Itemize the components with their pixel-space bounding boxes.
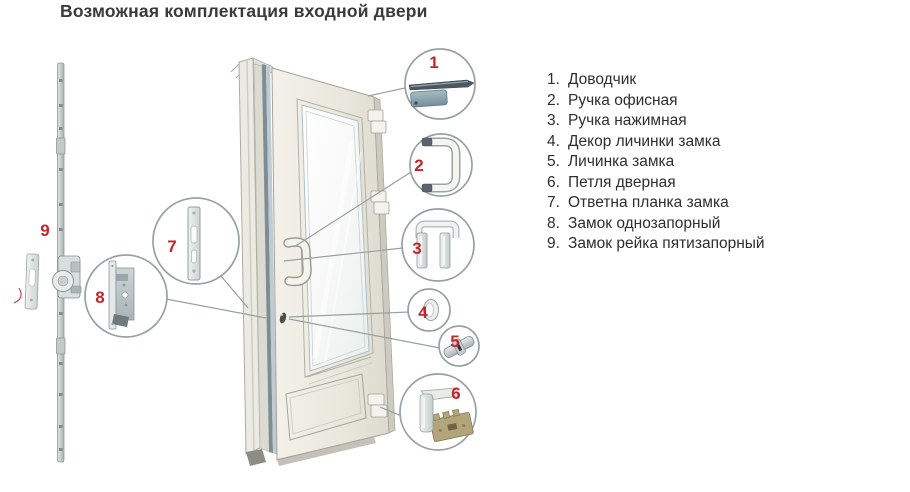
door-hinge-middle [370, 190, 390, 215]
callout-number-7: 7 [167, 237, 176, 256]
rail-lock-illustration [13, 62, 82, 463]
legend-item-number: 6. [547, 173, 560, 191]
legend-item-label: Петля дверная [568, 173, 676, 191]
strike-plate-icon [187, 206, 201, 281]
office-handle-icon [421, 137, 461, 193]
door-hinge-bottom [367, 393, 388, 418]
rail-strike-plate [24, 253, 40, 310]
door-closer-icon [408, 79, 475, 108]
legend-item-label: Личинка замка [568, 153, 675, 170]
callout-number-8: 8 [95, 288, 104, 307]
legend-item-label: Ответна планка замка [568, 194, 729, 211]
rail-lock-gearbox [52, 255, 82, 299]
callout-number-6: 6 [451, 384, 460, 403]
legend-item-number: 9. [547, 235, 560, 252]
door-hinge-top [367, 109, 387, 134]
callout-number-4: 4 [418, 303, 428, 322]
mortise-lock-icon [108, 260, 135, 330]
page-title: Возможная комплектация входной двери [60, 1, 428, 21]
leader-lines [165, 87, 441, 418]
door-pull-handle [283, 237, 312, 287]
callout-number-1: 1 [429, 53, 438, 72]
callout-number-3: 3 [412, 239, 421, 258]
legend-item-label: Доводчик [568, 71, 637, 88]
legend-item-2: 2. Ручка офисная [547, 91, 765, 112]
legend-item-number: 2. [547, 91, 560, 109]
cylinder-decor-icon [423, 299, 439, 321]
legend-item-label: Ручка офисная [568, 91, 678, 109]
legend-item-number: 5. [547, 153, 560, 170]
legend-item-number: 8. [547, 214, 560, 232]
legend-item-number: 7. [547, 194, 560, 211]
red-mark-arc [13, 287, 22, 304]
door-illustration [230, 57, 396, 466]
legend-item-label: Замок однозапорный [568, 214, 721, 232]
door-keyhole [279, 312, 287, 324]
callout-number-5: 5 [450, 332, 459, 351]
legend-item-number: 3. [547, 112, 560, 129]
legend-item-8: 8. Замок однозапорный [547, 214, 765, 235]
legend-item-9: 9. Замок рейка пятизапорный [547, 234, 765, 255]
legend-item-number: 4. [547, 132, 560, 150]
callout-number-9: 9 [40, 221, 49, 240]
hinge-icon [419, 387, 474, 442]
door-leaf [271, 67, 396, 466]
legend-item-label: Ручка нажимная [568, 112, 687, 129]
legend-item-4: 4. Декор личинки замка [547, 132, 765, 153]
lock-cylinder-icon [443, 336, 475, 358]
legend-item-6: 6. Петля дверная [547, 173, 765, 194]
legend-item-number: 1. [547, 71, 560, 88]
push-handle-icon [415, 220, 460, 269]
legend-item-7: 7. Ответна планка замка [547, 193, 765, 214]
legend-item-5: 5. Личинка замка [547, 152, 765, 173]
legend-item-label: Замок рейка пятизапорный [568, 235, 765, 252]
legend-item-label: Декор личинки замка [568, 132, 721, 150]
legend: 1. Доводчик 2. Ручка офисная 3. Ручка на… [547, 70, 765, 255]
legend-item-1: 1. Доводчик [547, 70, 765, 91]
door-frame [238, 57, 277, 466]
legend-item-3: 3. Ручка нажимная [547, 111, 765, 132]
callout-number-2: 2 [414, 156, 423, 175]
